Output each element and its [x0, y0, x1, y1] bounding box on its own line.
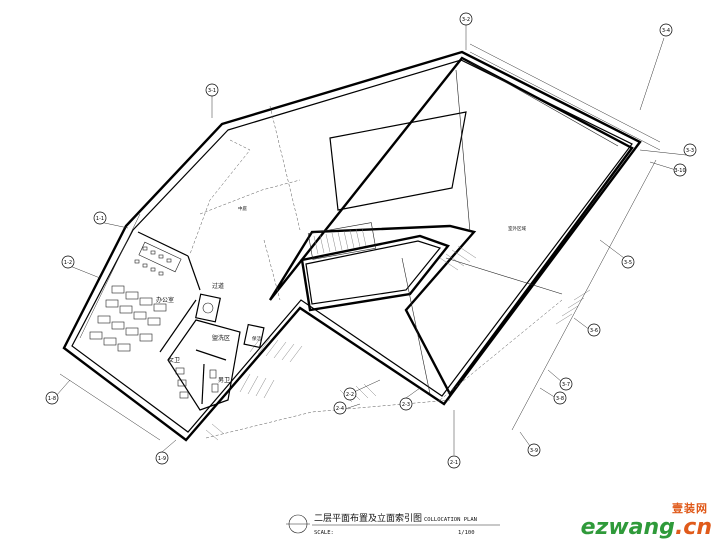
- svg-text:1-1: 1-1: [96, 216, 104, 222]
- toilet-block: [167, 293, 265, 411]
- dimension-lines: [59, 43, 661, 441]
- title-chinese: 二层平面布置及立面索引图: [314, 512, 422, 524]
- elevation-marker: 3-5: [599, 239, 635, 269]
- elevation-marker: 2-4: [333, 401, 361, 415]
- svg-text:3-10: 3-10: [674, 168, 685, 174]
- elevation-marker: 2-2: [343, 379, 381, 401]
- floor-slab-edge: [300, 234, 450, 312]
- svg-text:3-4: 3-4: [662, 28, 670, 34]
- svg-text:1-2: 1-2: [64, 260, 72, 266]
- svg-text:2-4: 2-4: [336, 406, 344, 412]
- elevation-marker: 2-1: [447, 410, 461, 469]
- svg-text:2-1: 2-1: [450, 460, 458, 466]
- watermark-top-text: 壹装网: [672, 502, 708, 515]
- watermark-logo: ezwang.cn: [581, 515, 712, 540]
- elevation-marker: 3-3: [639, 143, 697, 157]
- elevation-marker: 3-8: [539, 387, 567, 405]
- atrium-void: [268, 56, 634, 397]
- svg-text:2-2: 2-2: [346, 392, 354, 398]
- elevation-marker: 1-9: [155, 439, 177, 465]
- svg-text:3-3: 3-3: [686, 148, 694, 154]
- elevation-marker: 1-8: [45, 379, 71, 405]
- title-english: COLLOCATION PLAN: [424, 517, 477, 523]
- svg-text:3-7: 3-7: [562, 382, 570, 388]
- elevation-markers: 3-1 3-2 3-3 3-4 3-5 3-6 3-7 3-8 3-9 3-10…: [45, 12, 697, 469]
- projection-lines: [189, 105, 563, 439]
- exterior-walls: [62, 50, 642, 442]
- svg-text:3-2: 3-2: [462, 17, 470, 23]
- svg-text:2-3: 2-3: [402, 402, 410, 408]
- elevation-marker: 3-6: [573, 317, 601, 337]
- elevation-marker: 3-9: [519, 431, 541, 457]
- room-label-restroom-area: 盥洗区: [212, 334, 230, 342]
- room-label-men: 男卫: [218, 377, 230, 384]
- svg-text:1-9: 1-9: [158, 456, 166, 462]
- watermark-latin: ezwang: [580, 515, 675, 540]
- elevation-marker: 2-3: [399, 387, 421, 411]
- elevation-marker: 3-10: [649, 161, 687, 177]
- site-watermark: 壹装网 ezwang.cn: [581, 500, 712, 540]
- svg-text:3-5: 3-5: [624, 260, 632, 266]
- elevation-marker: 3-4: [639, 23, 673, 111]
- room-label-lobby: 中庭: [238, 205, 247, 212]
- room-labels: 办公室 过道 盥洗区 女卫 男卫 中庭 室外区域 保洁: [156, 205, 526, 384]
- room-label-corridor: 过道: [212, 282, 224, 290]
- room-label-women: 女卫: [168, 356, 180, 364]
- elevation-marker: 3-1: [205, 83, 219, 118]
- elevation-marker: 3-2: [459, 12, 473, 50]
- title-block: 二层平面布置及立面索引图 COLLOCATION PLAN SCALE: 1/1…: [286, 512, 500, 536]
- svg-text:1-8: 1-8: [48, 396, 56, 402]
- svg-text:3-6: 3-6: [590, 328, 598, 334]
- svg-text:3-9: 3-9: [530, 448, 538, 454]
- stair: [307, 222, 377, 260]
- scale-label: SCALE:: [314, 530, 334, 536]
- svg-text:3-1: 3-1: [208, 88, 216, 94]
- elevation-marker: 1-1: [93, 211, 129, 229]
- room-label-outdoor: 室外区域: [508, 225, 526, 232]
- scale-value: 1/100: [458, 530, 475, 536]
- room-label-office: 办公室: [156, 296, 174, 304]
- elevation-marker: 3-7: [547, 369, 573, 391]
- svg-text:3-8: 3-8: [556, 396, 564, 402]
- watermark-domain: .cn: [674, 515, 712, 540]
- office-furniture: [89, 231, 201, 353]
- elevation-marker: 1-2: [61, 255, 101, 279]
- room-label-cleaning: 保洁: [252, 335, 261, 342]
